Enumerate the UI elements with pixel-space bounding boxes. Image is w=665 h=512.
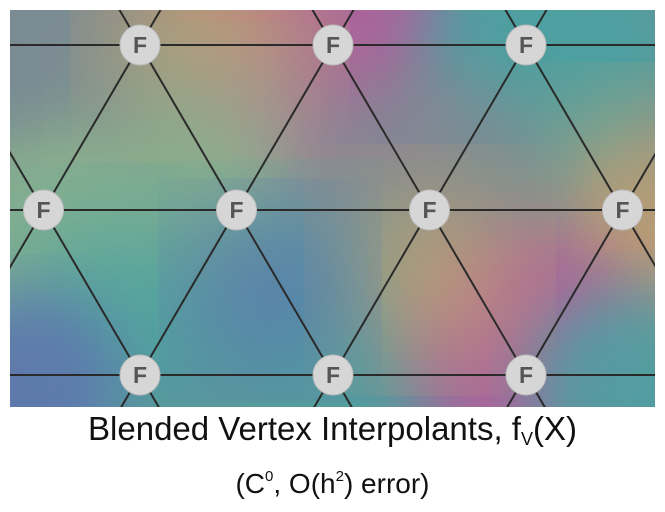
- caption-subtitle: (C0, O(h2) error): [0, 459, 665, 502]
- vertex-marker: F: [119, 24, 161, 66]
- vertex-label: F: [326, 32, 340, 58]
- vertex-marker: F: [312, 24, 354, 66]
- vertex-circle: [505, 24, 547, 66]
- vertex-label: F: [133, 32, 147, 58]
- vertex-label: F: [36, 197, 50, 223]
- color-blob: [190, 210, 350, 370]
- vertex-label: F: [519, 32, 533, 58]
- vertex-circle: [216, 189, 257, 231]
- vertex-marker: F: [602, 189, 643, 231]
- vertex-circle: [602, 189, 643, 231]
- color-blend-background: [10, 10, 655, 407]
- vertex-label: F: [229, 197, 243, 223]
- caption-subtitle-sup-continuity: 0: [265, 468, 274, 485]
- vertex-label: F: [615, 197, 629, 223]
- vertex-circle: [312, 354, 354, 396]
- vertex-label: F: [422, 197, 436, 223]
- color-blob: [10, 290, 120, 407]
- vertex-marker: F: [23, 189, 64, 231]
- vertex-label: F: [326, 362, 340, 388]
- caption-title-suffix: (X): [532, 410, 577, 447]
- caption-title: Blended Vertex Interpolants, fV(X): [0, 408, 665, 460]
- caption-title-text: Blended Vertex Interpolants, f: [88, 410, 521, 447]
- vertex-marker: F: [505, 24, 547, 66]
- vertex-marker: F: [312, 354, 354, 396]
- vertex-circle: [119, 354, 161, 396]
- color-blob: [340, 180, 520, 360]
- color-blob: [530, 290, 655, 407]
- vertex-label: F: [133, 362, 147, 388]
- vertex-label: F: [519, 362, 533, 388]
- vertex-marker: F: [119, 354, 161, 396]
- interpolant-diagram: FFFFFFFFFFFFFFF: [10, 10, 655, 407]
- vertex-marker: F: [409, 189, 450, 231]
- vertex-marker: F: [505, 354, 547, 396]
- vertex-circle: [119, 24, 161, 66]
- vertex-circle: [409, 189, 450, 231]
- caption-subtitle-open: (C: [235, 468, 266, 499]
- caption-subtitle-close: ) error): [343, 468, 430, 499]
- triangle-mesh: FFFFFFFFFFFFFFF: [10, 10, 655, 407]
- caption-title-subscript: V: [520, 429, 533, 449]
- vertex-circle: [505, 354, 547, 396]
- vertex-circle: [23, 189, 64, 231]
- vertex-circle: [312, 24, 354, 66]
- vertex-marker: F: [216, 189, 257, 231]
- vertex-markers: FFFFFFFFFFFFFFF: [23, 24, 643, 396]
- caption-subtitle-sup-order: 2: [335, 468, 344, 485]
- caption-subtitle-mid: , O(h: [273, 468, 336, 499]
